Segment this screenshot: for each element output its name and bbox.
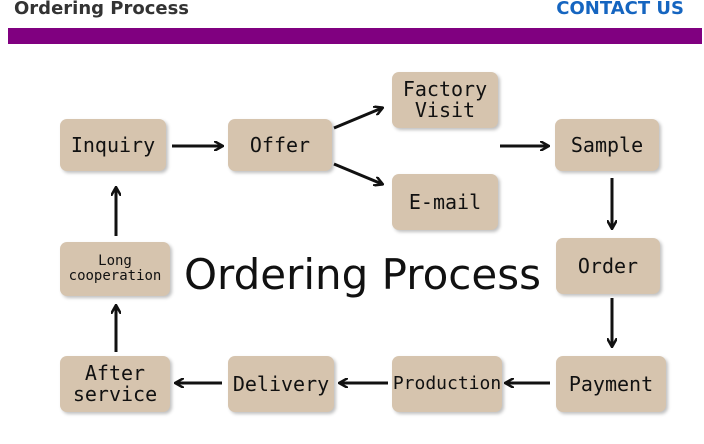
node-long-cooperation-line2: cooperation — [68, 268, 162, 284]
node-long-cooperation: Long cooperation — [60, 242, 170, 296]
node-payment: Payment — [556, 356, 666, 412]
node-order-label: Order — [577, 253, 639, 278]
node-factory-visit: Factory Visit — [392, 72, 498, 128]
node-factory-visit-line2: Visit — [414, 98, 476, 122]
node-production: Production — [392, 356, 502, 412]
node-delivery: Delivery — [228, 356, 334, 412]
node-email-label: E-mail — [408, 189, 482, 214]
node-email: E-mail — [392, 174, 498, 230]
node-offer: Offer — [228, 119, 332, 171]
contact-us-link[interactable]: CONTACT US — [556, 0, 684, 19]
node-sample: Sample — [555, 119, 659, 171]
node-long-cooperation-line1: Long — [98, 253, 132, 270]
node-production-label: Production — [392, 372, 502, 394]
arrow-offer-email — [333, 162, 382, 184]
node-factory-visit-line1: Factory — [402, 77, 488, 101]
node-offer-label: Offer — [249, 132, 311, 157]
node-after-service-line1: After — [84, 361, 146, 385]
node-inquiry: Inquiry — [60, 119, 166, 171]
node-inquiry-label: Inquiry — [70, 132, 156, 157]
page-title: Ordering Process — [14, 0, 190, 19]
node-delivery-label: Delivery — [232, 371, 330, 396]
node-payment-label: Payment — [568, 371, 654, 396]
arrow-offer-factory — [333, 108, 382, 130]
header-divider-bar — [8, 28, 702, 44]
diagram-title: Ordering Process — [184, 250, 541, 299]
node-after-service-line2: service — [72, 382, 158, 406]
node-after-service: After service — [60, 356, 170, 412]
node-sample-label: Sample — [570, 132, 644, 157]
node-order: Order — [556, 238, 660, 294]
